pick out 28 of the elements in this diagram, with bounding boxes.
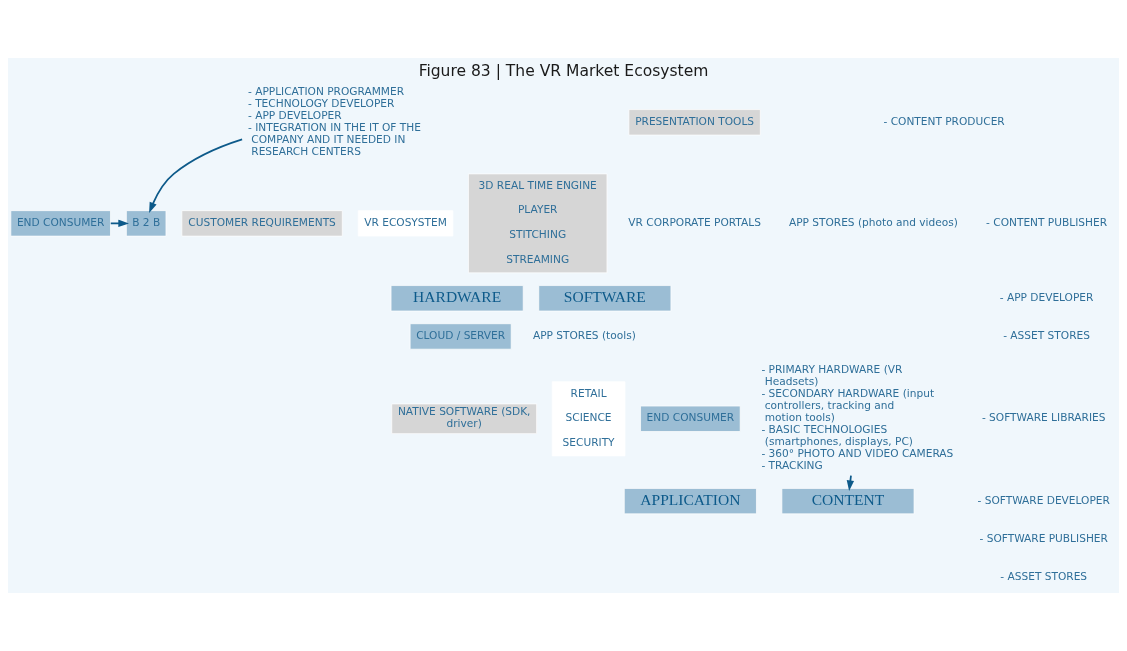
diagram-title: Figure 83 | The VR Market Ecosystem: [418, 62, 709, 81]
label: - SOFTWARE LIBRARIES: [981, 411, 1106, 424]
node-box: HARDWARE: [390, 285, 524, 312]
node-box: END CONSUMER: [10, 210, 111, 237]
label: - CONTENT PRODUCER: [883, 114, 1005, 127]
label: APP STORES (tools): [532, 328, 636, 341]
node-box: B 2 B: [126, 210, 167, 237]
node-box: SOFTWARE: [538, 285, 672, 312]
node-box: NATIVE SOFTWARE (SDK, driver): [391, 403, 537, 434]
label: APP STORES (photo and videos): [788, 215, 958, 228]
node-box: PRESENTATION TOOLS: [628, 109, 761, 136]
label: - ASSET STORES: [1003, 328, 1090, 341]
node-box: CUSTOMER REQUIREMENTS: [181, 210, 343, 237]
node-box: CLOUD / SERVER: [409, 323, 512, 350]
node-box: CONTENT: [781, 488, 915, 515]
node-box: 3D REAL TIME ENGINE PLAYER STITCHING STREAMING: [468, 173, 608, 274]
arrow: [149, 138, 243, 214]
label: - SOFTWARE PUBLISHER: [979, 531, 1108, 544]
node-box: END CONSUMER: [640, 405, 741, 432]
label: - ASSET STORES: [1000, 569, 1088, 582]
label: - APP DEVELOPER: [999, 290, 1094, 303]
node-text: - APPLICATION PROGRAMMER - TECHNOLOGY DEVELOPER - APP DEVELOPER - INTEGRATION IN THE IT OF THE COMPANY AND IT NEEDED IN RESEARCH CENTERS: [247, 84, 421, 157]
node-box: APPLICATION: [623, 488, 757, 515]
label: VR CORPORATE PORTALS: [628, 215, 761, 228]
node-text: - PRIMARY HARDWARE (VR Headsets) - SECONDARY HARDWARE (input controllers, tracking and motion tools) - BASIC TECHNOLOGIES (smartphones, displays, PC) - 360° PHOTO AND VIDEO CAMERAS - TRACKING: [761, 363, 954, 472]
arrow: [109, 219, 129, 228]
label: - SOFTWARE DEVELOPER: [977, 493, 1110, 506]
label: - CONTENT PUBLISHER: [986, 215, 1108, 228]
